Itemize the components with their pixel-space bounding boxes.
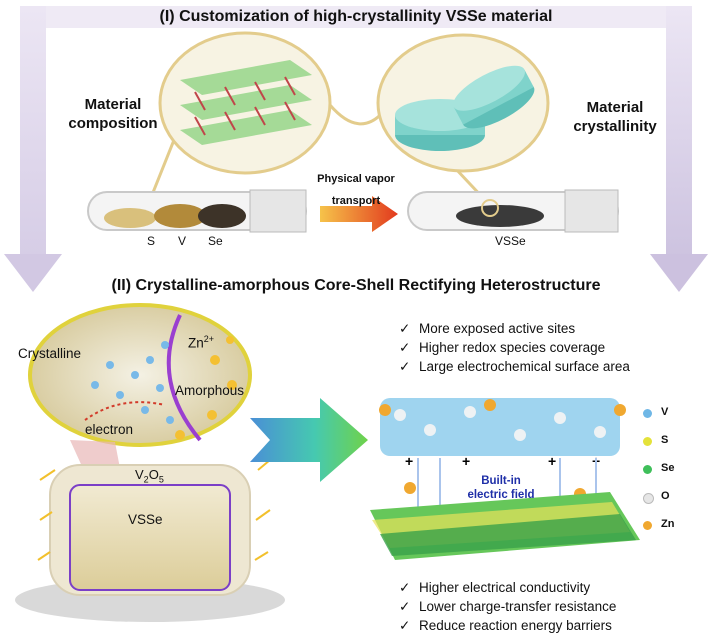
- transition-arrow: [250, 398, 368, 482]
- legend-label: V: [661, 406, 669, 418]
- tube-label-se: Se: [208, 234, 223, 248]
- legend: V S Se O Zn: [643, 406, 703, 536]
- tube-label-v: V: [178, 234, 187, 248]
- zn-text: Zn: [188, 335, 204, 351]
- legend-dot: [643, 437, 652, 446]
- bullet-text: More exposed active sites: [419, 321, 576, 336]
- tube-label-s: S: [147, 234, 156, 248]
- check-icon: ✓: [399, 618, 411, 633]
- amorphous-atoms: [175, 336, 237, 440]
- bullet-item: ✓ Higher electrical conductivity: [399, 578, 616, 597]
- svg-text:+: +: [405, 453, 413, 469]
- bullet-item: ✓ Large electrochemical surface area: [399, 357, 630, 376]
- vsse-core: [69, 484, 231, 591]
- crystalline-label: Crystalline: [18, 346, 82, 361]
- zoom-bubble: [28, 303, 252, 447]
- check-icon: ✓: [399, 340, 411, 355]
- legend-dot: [643, 493, 654, 504]
- legend-label: S: [661, 434, 669, 446]
- interface-line: [166, 314, 202, 442]
- v2o5-sub: 5: [158, 474, 164, 485]
- electric-field-label: Built-in electric field: [462, 474, 540, 502]
- bullet-item: ✓ Higher redox species coverage: [399, 338, 630, 357]
- test-tube-right: [407, 189, 619, 233]
- bullet-text: Large electrochemical surface area: [419, 359, 630, 374]
- label-line: Material: [586, 99, 644, 116]
- bullet-item: ✓ More exposed active sites: [399, 319, 630, 338]
- vsse-core-label: VSSe: [128, 512, 163, 527]
- zn-charge: 2+: [203, 334, 215, 344]
- field-label-line: electric field: [467, 489, 535, 501]
- v-text: V: [135, 467, 144, 482]
- legend-label: Zn: [661, 518, 675, 530]
- bullet-text: Reduce reaction energy barriers: [419, 618, 612, 633]
- legend-dot: [643, 465, 652, 474]
- label-line: composition: [68, 115, 158, 132]
- electron-path: [84, 401, 166, 421]
- heterostructure: + + + +: [370, 398, 640, 560]
- bullets-bottom: ✓ Higher electrical conductivity ✓ Lower c…: [399, 578, 616, 635]
- material-crystallinity-label: Material crystallinity: [560, 98, 670, 136]
- bullet-item: ✓ Lower charge-transfer resistance: [399, 597, 616, 616]
- amorphous-label: Amorphous: [175, 383, 245, 398]
- bullet-item: ✓ Reduce reaction energy barriers: [399, 616, 616, 635]
- field-label-line: Built-in: [481, 475, 521, 487]
- v2o5-label: V2O5: [135, 467, 164, 485]
- electron-label: electron: [85, 422, 134, 437]
- section2-title: (II) Crystalline-amorphous Core-Shell Re…: [111, 277, 601, 294]
- check-icon: ✓: [399, 599, 411, 614]
- label-line: crystallinity: [573, 118, 657, 135]
- legend-dot: [643, 409, 652, 418]
- v2o5-sub: 2: [143, 474, 149, 485]
- transport-label: Physical vapor transport: [300, 168, 412, 212]
- bullet-text: Higher electrical conductivity: [419, 580, 591, 595]
- bullets-top: ✓ More exposed active sites ✓ Higher redox…: [399, 319, 630, 376]
- check-icon: ✓: [399, 580, 411, 595]
- label-line: Material: [84, 96, 142, 113]
- o-text: O: [148, 467, 159, 482]
- transport-label-line: Physical vapor: [317, 173, 395, 185]
- test-tube-left: [87, 189, 307, 233]
- pellet-icon: [395, 65, 535, 151]
- section1-title: (I) Customization of high-crystallinity …: [159, 8, 553, 25]
- legend-label: O: [661, 490, 670, 502]
- ion-arrows: [37, 459, 271, 561]
- transport-label-line: transport: [331, 195, 381, 207]
- zn-ion-label: Zn2+: [188, 334, 214, 351]
- legend-label: Se: [661, 462, 675, 474]
- material-composition-label: Material composition: [58, 95, 168, 133]
- crystalline-atoms: [91, 341, 174, 424]
- svg-text:+: +: [462, 453, 470, 469]
- layered-crystal-icon: [180, 60, 312, 145]
- tube-label-vsse: VSSe: [495, 234, 526, 248]
- check-icon: ✓: [399, 359, 411, 374]
- transport-arrow: [320, 196, 398, 232]
- bullet-text: Lower charge-transfer resistance: [419, 599, 617, 614]
- check-icon: ✓: [399, 321, 411, 336]
- svg-text:+: +: [548, 453, 556, 469]
- legend-dot: [643, 521, 652, 530]
- bullet-text: Higher redox species coverage: [419, 340, 606, 355]
